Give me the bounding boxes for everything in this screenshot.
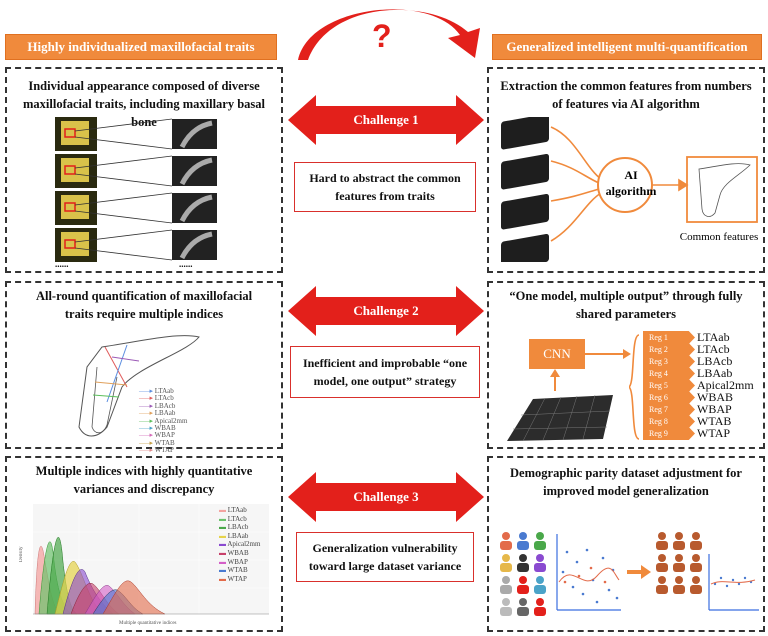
challenge-1-label: Challenge 1 (353, 112, 419, 127)
ai-connector-lines (550, 126, 689, 242)
output-apical2mm: Apical2mm (697, 378, 754, 392)
legend-item-wbap: –––▸ WBAP (139, 431, 175, 440)
diverse-people-icons (500, 532, 546, 616)
reg-5: Reg 5 (643, 379, 695, 392)
legend-item-lbacb: –––▸ LBAcb (139, 401, 176, 410)
challenge-2-arrow (288, 286, 484, 336)
p3-legend-item-wbab: ▬ WBAB (219, 548, 249, 557)
reg-7: Reg 7 (643, 403, 695, 416)
p3-legend-item-wbap: ▬ WBAP (219, 557, 248, 566)
reg-4: Reg 4 (643, 367, 695, 380)
legend-item-wbab: –––▸ WBAB (139, 424, 176, 433)
connector-lines (74, 118, 173, 261)
right-panel-2: “One model, multiple output” through ful… (487, 281, 765, 449)
output-ltacb: LTAcb (697, 342, 730, 356)
output-wbab: WBAB (697, 390, 733, 404)
right-panel-1: Extraction the common features from numb… (487, 67, 765, 273)
ct-slices (172, 119, 217, 260)
p3-legend-item-lbacb: ▬ LBAcb (219, 523, 249, 532)
balanced-people-icons (656, 532, 702, 594)
banner-left: Highly individualized maxillofacial trai… (5, 34, 277, 60)
ct-image-stack (501, 117, 549, 262)
maxillofacial-images (55, 117, 217, 262)
output-wtab: WTAB (697, 414, 732, 428)
reg-3: Reg 3 (643, 355, 695, 368)
left-panel-2: All-round quantification of maxillofacia… (5, 281, 283, 454)
cnn-label: CNN (543, 346, 571, 361)
p3-legend-item-lbaab: ▬ LBAab (219, 531, 249, 540)
ai-feature-diagram (501, 117, 758, 262)
scatter-plot-1 (556, 534, 621, 611)
challenge-3-arrow (288, 472, 484, 522)
reg-1: Reg 1 (643, 331, 695, 344)
legend-item-wtab: –––▸ WTAB (139, 438, 175, 447)
legend-item-lbaab: –––▸ LBAab (139, 409, 176, 418)
legend-item-wtap: –––▸ WTAP (139, 446, 174, 455)
p3-legend-item-wtab: ▬ WTAB (219, 566, 248, 575)
density-x-label: Multiple quantitative indices (119, 621, 177, 626)
demographic-parity-diagram (500, 532, 759, 616)
reg-bracket (629, 334, 640, 440)
tooth-outline-diagram (78, 335, 200, 437)
transform-arrow (627, 565, 651, 579)
p3-legend-item-wtap: ▬ WTAP (219, 574, 247, 583)
ai-algorithm-label: AI algorithm (605, 168, 657, 198)
cnn-block (529, 339, 585, 369)
image-grid (507, 394, 613, 442)
left-panel-1: Individual appearance composed of divers… (5, 67, 283, 273)
challenge-1-arrow (288, 95, 484, 145)
common-feature-box (686, 156, 758, 223)
legend-item-ltaab: –––▸ LTAab (139, 387, 174, 395)
right-panel-2-title: “One model, multiple output” through ful… (509, 289, 743, 321)
left-panel-2-title: All-round quantification of maxillofacia… (35, 289, 253, 321)
left-panel-1-title: Individual appearance composed of divers… (22, 79, 266, 129)
ai-circle (597, 157, 653, 213)
right-panel-3: Demographic parity dataset adjustment fo… (487, 456, 765, 632)
density-y-label: Density (19, 546, 24, 562)
output-wbap: WBAP (697, 402, 732, 416)
legend-item-apical2mm: –––▸ Apical2mm (139, 416, 188, 425)
right-panel-3-title: Demographic parity dataset adjustment fo… (510, 466, 742, 498)
banner-right: Generalized intelligent multi-quantifica… (492, 34, 762, 60)
output-lbaab: LBAab (697, 366, 733, 380)
challenge-1-box: Hard to abstract the common features fro… (294, 162, 476, 212)
right-panel-1-title: Extraction the common features from numb… (500, 79, 752, 111)
skull-thumbnails (55, 117, 97, 262)
challenge-2-label: Challenge 2 (353, 303, 419, 318)
p3-legend-item-ltaab: ▬ LTAab (219, 506, 247, 514)
output-lbacb: LBAcb (697, 354, 733, 368)
p3-legend: ▬ LTAab ▬ LTAcb ▬ LBAcb ▬ LBAab ▬ Apical… (219, 506, 260, 583)
reg-9: Reg 9 (643, 427, 695, 440)
challenge-3-label: Challenge 3 (353, 489, 419, 504)
p2-legend: –––▸ LTAab –––▸ LTAcb –––▸ LBAcb –––▸ LB… (139, 387, 188, 455)
density-plot: Density Multiple quantitative indices (19, 504, 269, 626)
cnn-diagram (507, 339, 631, 442)
left-panel-3-title: Multiple indices with highly quantitativ… (35, 464, 253, 496)
common-features-caption: Common features (679, 231, 759, 243)
left-ellipsis-2: ...... (179, 259, 193, 269)
output-ltaab: LTAab (697, 330, 730, 344)
reg-6: Reg 6 (643, 391, 695, 404)
challenge-3-box: Generalization vulnerability toward larg… (296, 532, 474, 582)
left-ellipsis-1: ...... (55, 259, 69, 269)
challenge-2-box: Inefficient and improbable “one model, o… (290, 346, 480, 398)
scatter-plot-2 (708, 554, 759, 611)
reg-8: Reg 8 (643, 415, 695, 428)
p3-legend-item-ltacb: ▬ LTAcb (219, 514, 247, 523)
question-mark: ? (372, 18, 392, 54)
legend-item-ltacb: –––▸ LTAcb (139, 394, 174, 403)
left-panel-3: Multiple indices with highly quantitativ… (5, 456, 283, 632)
output-wtap: WTAP (697, 426, 731, 440)
reg-2: Reg 2 (643, 343, 695, 356)
p3-legend-item-apical2mm: ▬ Apical2mm (219, 540, 261, 549)
